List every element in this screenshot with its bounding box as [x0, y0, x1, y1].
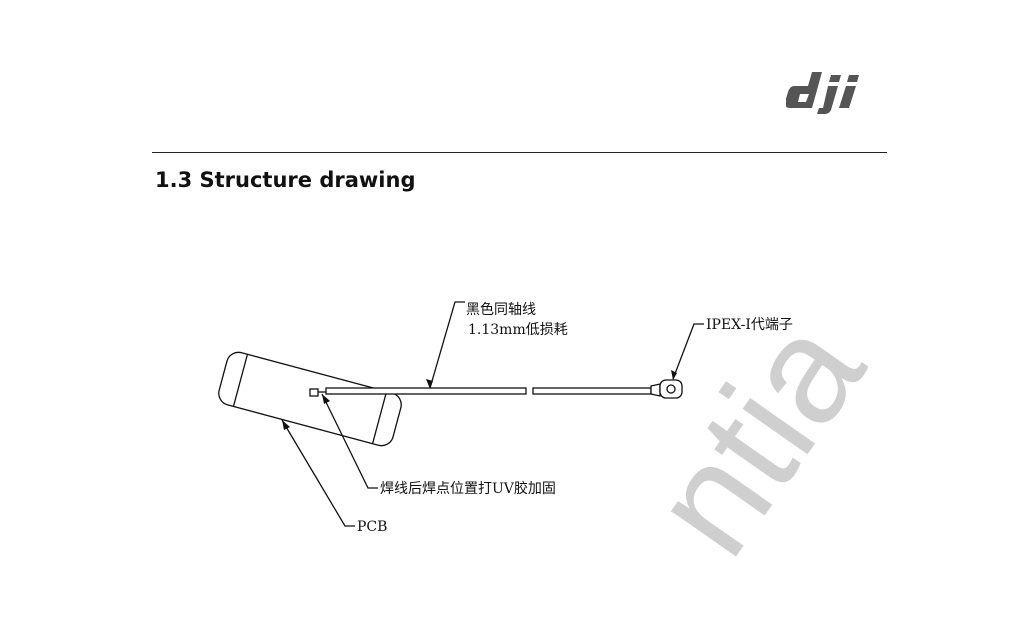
arrowhead-pcb — [282, 420, 290, 430]
coax-cable — [309, 387, 652, 397]
pcb-body — [218, 351, 402, 447]
arrowhead-connector — [671, 370, 677, 380]
ipex-connector — [650, 379, 683, 399]
arrowhead-cable — [426, 379, 433, 389]
header-divider — [152, 152, 887, 153]
label-connector: IPEX-I代端子 — [706, 317, 793, 333]
leader-cable — [429, 301, 465, 389]
label-cable-line1: 黑色同轴线 — [466, 301, 536, 318]
section-title: 1.3 Structure drawing — [155, 168, 416, 192]
label-pcb: PCB — [357, 519, 387, 535]
arrowhead-solder — [322, 394, 330, 404]
leader-connector — [672, 323, 704, 380]
dji-logo — [786, 72, 859, 114]
label-cable-line2: 1.13mm低损耗 — [468, 322, 568, 338]
leader-solder — [321, 393, 378, 489]
leader-pcb — [281, 419, 355, 527]
label-solder: 焊线后焊点位置打UV胶加固 — [380, 480, 556, 497]
